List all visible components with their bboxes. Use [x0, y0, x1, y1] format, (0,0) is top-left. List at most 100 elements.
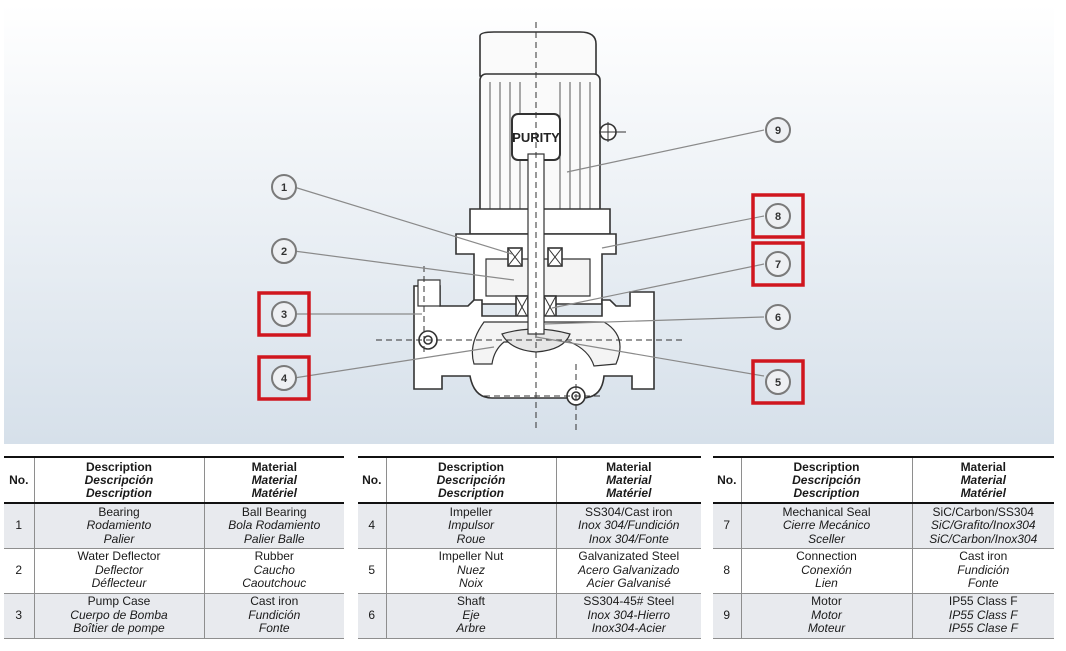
header-material-fr: Matériel	[251, 485, 297, 500]
col-header-description: Description Descripción Description	[741, 456, 913, 504]
material-en: Cast iron	[250, 594, 299, 609]
col-header-description: Description Descripción Description	[34, 456, 205, 504]
description-es: Motor	[811, 607, 842, 622]
callout-circle	[271, 365, 297, 391]
callout-4: 4	[257, 355, 311, 401]
material-en: SiC/Carbon/SS304	[932, 504, 1034, 519]
material-fr: Fonte	[258, 621, 290, 636]
header-description-fr: Description	[437, 485, 504, 500]
material-fr: SiC/Carbon/Inox304	[929, 531, 1038, 546]
description-es: Eje	[462, 607, 480, 622]
description-fr: Noix	[458, 576, 483, 591]
description-fr: Déflecteur	[91, 576, 147, 591]
callout-2: 2	[271, 238, 297, 264]
description-en: Water Deflector	[77, 549, 161, 564]
brand-logo: PURITY	[512, 130, 560, 145]
description-en: Impeller	[449, 504, 493, 519]
description-es: Cuerpo de Bomba	[70, 607, 168, 622]
callout-circle	[271, 238, 297, 264]
material-es: IP55 Class F	[948, 607, 1018, 622]
header-material-fr: Matériel	[606, 485, 652, 500]
material-es: Caucho	[253, 562, 295, 577]
part-number: 1	[4, 503, 35, 549]
callout-highlight-box	[257, 291, 311, 337]
part-number: 9	[713, 593, 742, 639]
callout-circle	[765, 251, 791, 277]
description-en: Motor	[811, 594, 842, 609]
callout-circle	[271, 301, 297, 327]
material-fr: Acier Galvanisé	[586, 576, 671, 591]
description-fr: Palier	[103, 531, 135, 546]
col-header-no: No.	[4, 456, 35, 504]
callout-9: 9	[765, 117, 791, 143]
parts-table-3: No. Description Descripción Description …	[713, 456, 1054, 639]
material-en: IP55 Class F	[948, 594, 1018, 609]
col-header-no: No.	[358, 456, 387, 504]
description-en: Mechanical Seal	[782, 504, 871, 519]
material-fr: Fonte	[967, 576, 999, 591]
callout-circle	[271, 174, 297, 200]
part-number: 4	[358, 503, 387, 549]
callout-6: 6	[765, 304, 791, 330]
part-number: 5	[358, 548, 387, 594]
header-material-es: Material	[251, 472, 297, 487]
header-description-en: Description	[437, 459, 504, 474]
header-description-fr: Description	[85, 485, 152, 500]
material-es: Acero Galvanizado	[578, 562, 680, 577]
header-description-en: Description	[85, 459, 152, 474]
callout-number: 5	[775, 377, 781, 389]
description-fr: Arbre	[456, 621, 486, 636]
header-description-es: Descripción	[792, 472, 861, 487]
callout-number: 7	[775, 259, 781, 271]
header-description-en: Description	[793, 459, 860, 474]
description-fr: Lien	[815, 576, 838, 591]
description-en: Impeller Nut	[438, 549, 504, 564]
description-es: Deflector	[94, 562, 144, 577]
material-es: Fundición	[248, 607, 301, 622]
parts-table-1: No. Description Descripción Description …	[4, 456, 344, 639]
part-number: 6	[358, 593, 387, 639]
callout-number: 8	[775, 211, 781, 223]
material-en: SS304/Cast iron	[585, 504, 673, 519]
col-header-no: No.	[713, 456, 742, 504]
description-en: Shaft	[456, 594, 486, 609]
description-fr: Moteur	[807, 621, 846, 636]
description-es: Rodamiento	[86, 518, 152, 532]
description-fr: Sceller	[808, 531, 845, 546]
description-es: Conexión	[801, 562, 852, 577]
header-description-es: Descripción	[84, 472, 154, 487]
callout-number: 4	[281, 373, 288, 385]
col-header-material: Material Material Matériel	[204, 456, 344, 504]
material-en: Galvanizated Steel	[578, 549, 680, 564]
part-number: 8	[713, 548, 742, 594]
material-en: Cast iron	[959, 549, 1008, 564]
header-material-es: Material	[960, 472, 1006, 487]
material-fr: Caoutchouc	[242, 576, 307, 591]
description-en: Pump Case	[87, 594, 151, 609]
description-es: Nuez	[456, 562, 485, 577]
callout-5: 5	[751, 359, 805, 405]
part-number: 2	[4, 548, 35, 594]
material-en: SS304-45# Steel	[583, 594, 675, 609]
description-fr: Roue	[456, 531, 486, 546]
callout-7: 7	[751, 241, 805, 287]
material-es: Fundición	[957, 562, 1010, 577]
callout-highlight-box	[751, 193, 805, 239]
material-fr: Palier Balle	[243, 531, 305, 546]
